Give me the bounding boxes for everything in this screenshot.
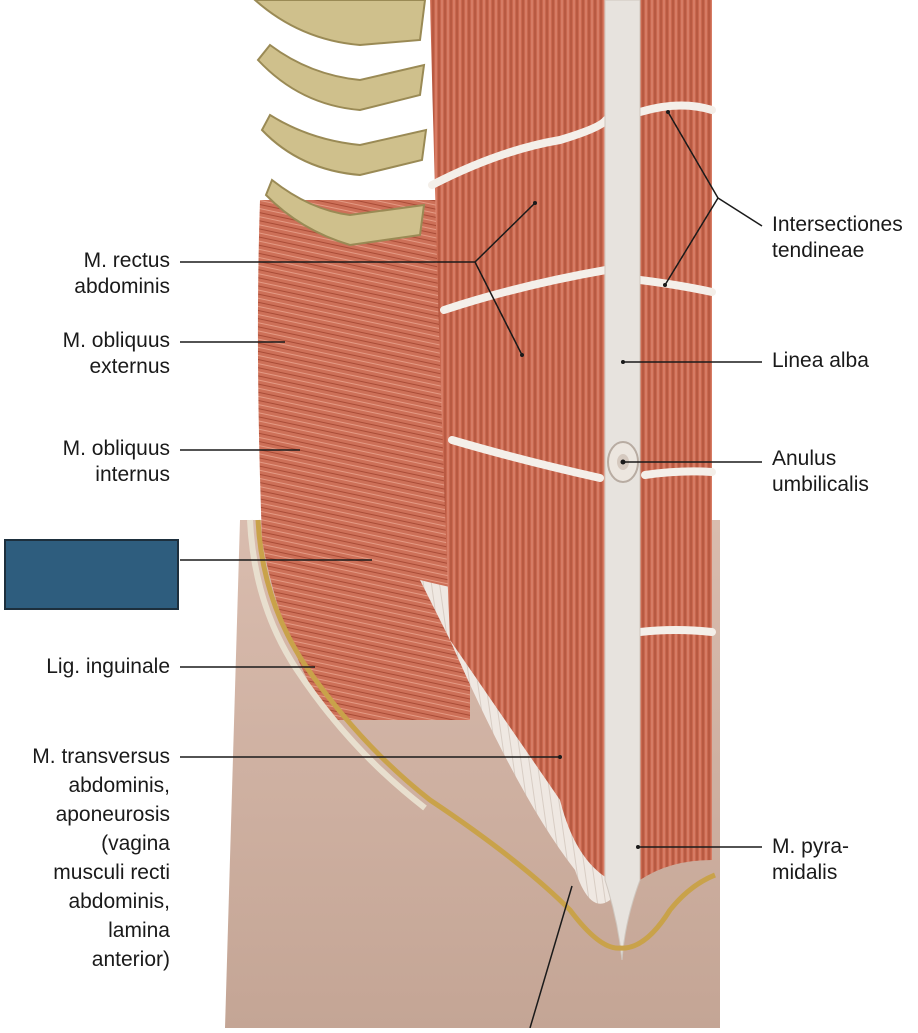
tendinous-intersections (428, 101, 716, 636)
hidden-label-box (4, 539, 179, 610)
flank-muscle (257, 200, 470, 720)
label-obliquus-externus: M. obliquus externus (62, 329, 170, 378)
label-lig-inguinale: Lig. inguinale (46, 655, 170, 678)
rectus-left (430, 0, 610, 880)
label-linea-alba: Linea alba (772, 349, 869, 372)
label-obliquus-internus: M. obliquus internus (62, 437, 170, 486)
label-anulus-umbilicalis: Anulus umbilicalis (772, 447, 869, 496)
leader-dots (520, 110, 670, 849)
rectus-right (640, 0, 712, 880)
leader-lines (180, 111, 763, 1029)
ribs (253, 0, 428, 247)
label-intersectiones-tendineae: Intersectiones tendineae (772, 213, 903, 262)
label-pyramidalis: M. pyra- midalis (772, 835, 850, 884)
label-transversus-abdominis: M. transversus abdominis, aponeurosis (v… (32, 745, 170, 971)
label-rectus-abdominis: M. rectus abdominis (74, 249, 170, 298)
inguinal-ligament (255, 519, 716, 951)
